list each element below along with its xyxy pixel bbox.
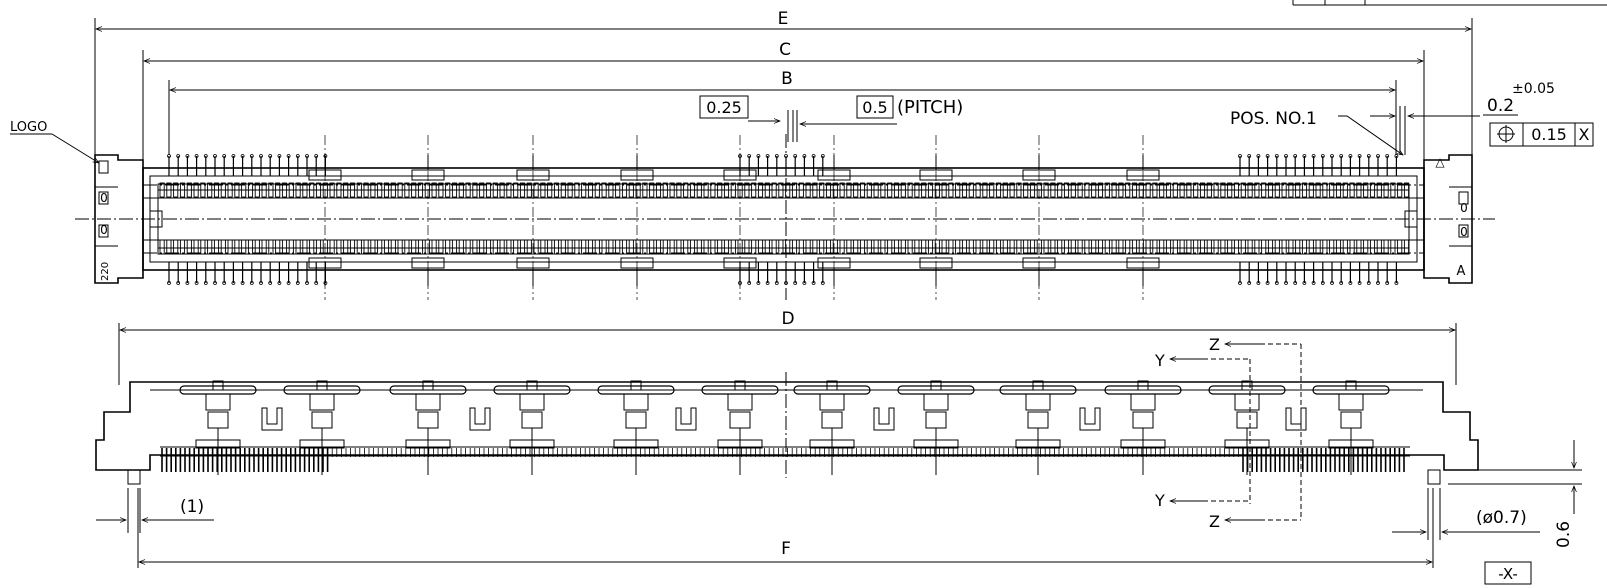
side-contact-tails <box>161 448 1405 472</box>
datum-x: -X- <box>1484 561 1532 585</box>
peg-width-label: (1) <box>180 497 204 517</box>
row-a-marker: A <box>1457 264 1466 279</box>
position-tolerance-datum: X <box>1579 125 1590 144</box>
section-markers: Z Y Y Z <box>1154 335 1302 531</box>
datum-x-label: -X- <box>1498 565 1518 583</box>
position-no1-callout: POS. NO.1 0.2 ±0.05 0.15 X <box>1230 81 1594 156</box>
dimension-e: E <box>94 9 1473 155</box>
section-z-top: Z <box>1209 335 1220 354</box>
dimension-peg-height: 0.6 <box>1448 440 1582 548</box>
tolerance-value: 0.2 <box>1487 96 1514 116</box>
left-zero-upper: 0 <box>100 191 108 205</box>
hold-down-tabs <box>308 135 1160 300</box>
section-z-bottom: Z <box>1209 512 1220 531</box>
section-y-bottom: Y <box>1154 491 1165 510</box>
side-view <box>95 372 1479 485</box>
dimension-f: F <box>137 488 1434 568</box>
pin-count-marker: 220 <box>100 262 111 281</box>
dimension-peg-diameter: (ø0.7) <box>1392 488 1540 540</box>
dimension-c-label: C <box>779 40 791 60</box>
pitch-value: 0.5 <box>862 98 887 117</box>
logo-label: LOGO <box>10 120 47 135</box>
position-tolerance-value: 0.15 <box>1531 125 1567 144</box>
peg-diameter-label: (ø0.7) <box>1476 508 1527 528</box>
dimension-peg-width: (1) <box>96 488 214 533</box>
dimension-d: D <box>118 309 1457 385</box>
pin1-triangle-marker: △ <box>1435 155 1445 169</box>
contact-row-lower <box>159 239 1410 255</box>
tolerance-plus-minus: ±0.05 <box>1512 81 1555 97</box>
half-pitch-value: 0.25 <box>706 98 742 117</box>
title-block-fragment <box>1292 0 1607 6</box>
contact-row-upper <box>159 182 1410 198</box>
top-view: 0 0 220 0 0 △ A <box>75 134 1495 300</box>
section-y-top: Y <box>1154 351 1165 370</box>
dimension-c: C <box>142 40 1425 170</box>
dimension-b: B <box>168 69 1397 155</box>
right-zero-upper: 0 <box>1460 201 1468 215</box>
left-zero-lower: 0 <box>100 223 108 237</box>
board-lock-posts <box>179 380 1390 475</box>
pitch-label: (PITCH) <box>897 97 963 118</box>
logo-callout: LOGO <box>10 120 100 164</box>
dimension-e-label: E <box>778 9 789 29</box>
solder-tails <box>167 154 1399 285</box>
right-zero-lower: 0 <box>1460 225 1468 239</box>
position-note: POS. NO.1 <box>1230 109 1317 129</box>
dimension-b-label: B <box>781 69 793 89</box>
pitch-callout: 0.25 0.5 (PITCH) <box>699 95 963 142</box>
peg-height-label: 0.6 <box>1554 521 1574 548</box>
dimension-f-label: F <box>781 539 791 559</box>
dimension-d-label: D <box>781 309 794 329</box>
